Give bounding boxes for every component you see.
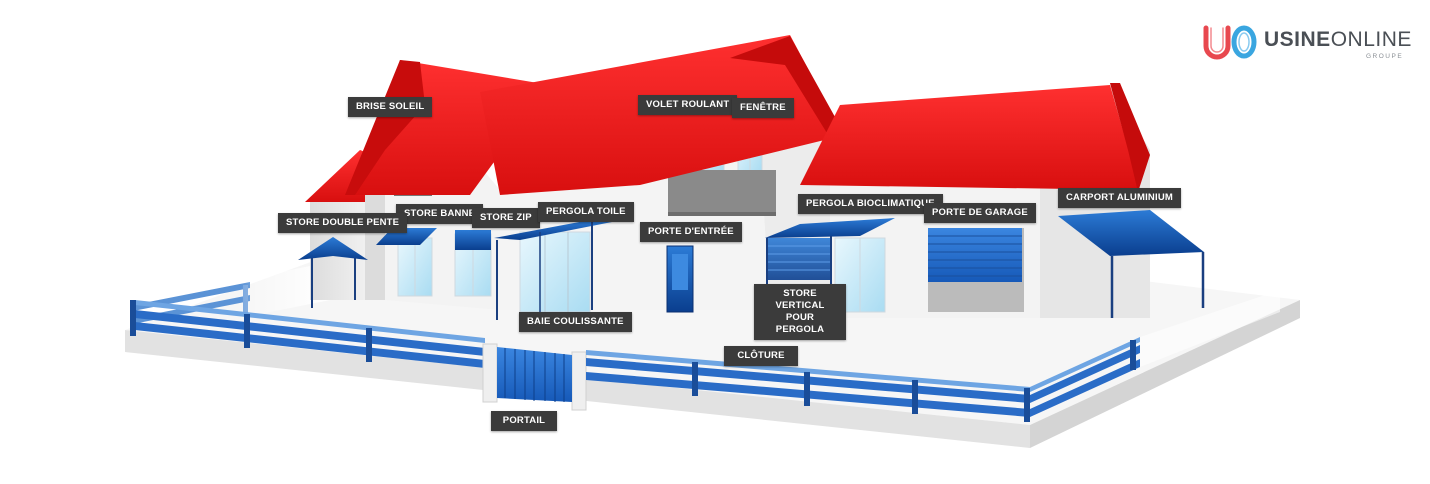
pergola-bioclimatique-graphic: [765, 218, 895, 318]
portail-graphic: [482, 343, 587, 411]
right-roof-edge: [1110, 83, 1150, 192]
label-store-vertical-line1: STORE VERTICAL: [775, 288, 825, 311]
label-fenetre[interactable]: FENÊTRE: [732, 98, 794, 118]
usineonline-logo[interactable]: USINEONLINE GROUPE: [1202, 24, 1412, 66]
label-store-vertical-line2: POUR PERGOLA: [775, 312, 825, 335]
label-store-zip[interactable]: STORE ZIP: [472, 208, 540, 228]
label-brise-soleil[interactable]: BRISE SOLEIL: [348, 97, 433, 117]
label-pergola-bioclimatique[interactable]: PERGOLA BIOCLIMATIQUE: [798, 194, 943, 214]
center-roof: [480, 35, 845, 195]
carport-graphic: [1058, 210, 1205, 318]
center-roof-edge: [730, 36, 845, 138]
label-store-banne[interactable]: STORE BANNE: [396, 204, 484, 224]
pergola-toile-graphic: [494, 220, 612, 320]
side-fence-right: [1030, 290, 1280, 417]
label-volet-roulant[interactable]: VOLET ROULANT: [638, 95, 738, 115]
label-pergola-toile[interactable]: PERGOLA TOILE: [538, 202, 634, 222]
label-carport-aluminium[interactable]: CARPORT ALUMINIUM: [1058, 188, 1182, 208]
logo-wordmark: USINEONLINE: [1264, 28, 1412, 51]
label-portail[interactable]: PORTAIL: [491, 411, 557, 431]
label-store-double-pente[interactable]: STORE DOUBLE PENTE: [278, 213, 408, 233]
right-roof: [800, 85, 1140, 190]
label-store-vertical-pergola[interactable]: STORE VERTICAL POUR PERGOLA: [754, 284, 846, 340]
front-fence-left: [130, 300, 485, 368]
front-fence-right: [586, 350, 1030, 422]
left-roof-edge: [345, 60, 425, 195]
label-baie-coulissante[interactable]: BAIE COULISSANTE: [519, 312, 632, 332]
label-porte-garage[interactable]: PORTE DE GARAGE: [924, 203, 1036, 223]
label-cloture[interactable]: CLÔTURE: [724, 346, 798, 366]
logo-subtitle: GROUPE: [1366, 53, 1404, 60]
label-porte-entree[interactable]: PORTE D'ENTRÉE: [640, 222, 742, 242]
store-double-pente-graphic: [298, 237, 368, 308]
uo-monogram-icon: [1203, 25, 1257, 60]
